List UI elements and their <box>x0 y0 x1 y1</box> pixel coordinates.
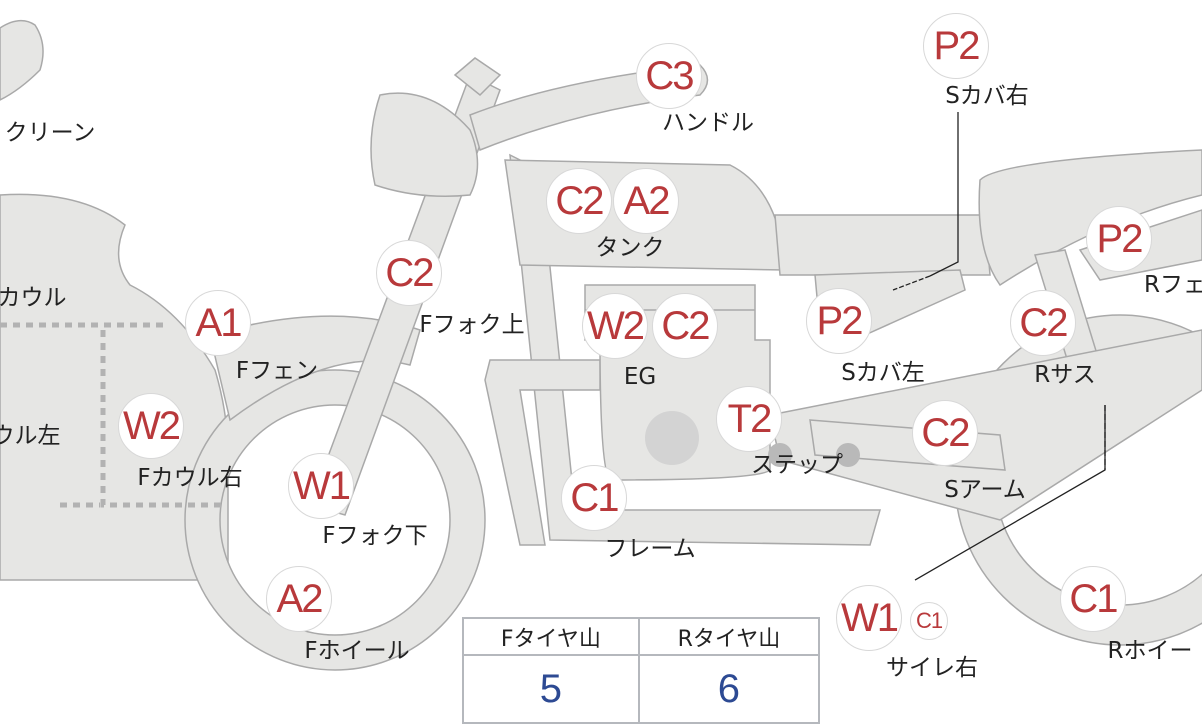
silencer-right-code-2[interactable]: C1 <box>910 602 948 640</box>
silencer-right-label: サイレ右 <box>886 655 978 681</box>
engine-code-2[interactable]: C2 <box>652 293 718 359</box>
handle-label: ハンドル <box>662 110 754 136</box>
rear-fender-code[interactable]: P2 <box>1086 206 1152 272</box>
front-wheel-code[interactable]: A2 <box>266 566 332 632</box>
engine-label: EG <box>623 364 657 390</box>
tank-label: タンク <box>595 235 665 261</box>
seat-part <box>774 214 991 276</box>
engine-code-1[interactable]: W2 <box>582 293 648 359</box>
rear-suspension-label: Rサス <box>1034 362 1096 388</box>
handle-code[interactable]: C3 <box>636 43 702 109</box>
rear-tire-value: 6 <box>637 654 821 724</box>
fork-lower-code[interactable]: W1 <box>288 453 354 519</box>
fork-lower-label: Fフォク下 <box>322 523 428 549</box>
step-code[interactable]: T2 <box>716 386 782 452</box>
side-cover-left-label: Sカバ左 <box>841 360 925 386</box>
leader-lines <box>892 112 1106 581</box>
frame-code[interactable]: C1 <box>561 465 627 531</box>
tank-code-2[interactable]: A2 <box>613 168 679 234</box>
cowl-left-label: ウル左 <box>0 423 61 449</box>
front-cowl-right-code[interactable]: W2 <box>118 393 184 459</box>
engine-detail <box>645 411 699 465</box>
silencer-right-code-1[interactable]: W1 <box>836 585 902 651</box>
step-peg <box>768 443 792 467</box>
rear-fender-label: Rフェ <box>1144 272 1202 298</box>
tire-tread-table: Fタイヤ山 Rタイヤ山 5 6 <box>462 617 821 724</box>
rear-tire-header: Rタイヤ山 <box>637 617 821 656</box>
rear-suspension-code[interactable]: C2 <box>1010 290 1076 356</box>
side-cover-right-code[interactable]: P2 <box>923 13 989 79</box>
cowl-label: カウル <box>0 285 67 311</box>
front-tire-header: Fタイヤ山 <box>462 617 640 656</box>
fork-top-part <box>453 57 502 97</box>
front-fender-code[interactable]: A1 <box>185 290 251 356</box>
front-cowl-right-label: Fカウル右 <box>137 465 243 491</box>
step-label: ステップ <box>751 452 843 478</box>
front-fender-part <box>209 315 421 422</box>
rear-wheel-code[interactable]: C1 <box>1060 566 1126 632</box>
side-cover-left-code[interactable]: P2 <box>806 288 872 354</box>
swing-arm-code[interactable]: C2 <box>912 400 978 466</box>
step-peg <box>836 443 860 467</box>
fork-upper-label: Fフォク上 <box>419 312 525 338</box>
cowl-dotted-outline <box>0 322 225 508</box>
tank-code-1[interactable]: C2 <box>546 168 612 234</box>
screen-part <box>0 19 44 101</box>
screen-label: クリーン <box>4 120 96 146</box>
front-tire-value: 5 <box>462 654 640 724</box>
swing-arm-label: Sアーム <box>944 477 1026 503</box>
frame-label: フレーム <box>604 536 696 562</box>
rear-wheel-label: Rホイー <box>1107 638 1193 664</box>
fork-upper-code[interactable]: C2 <box>376 240 442 306</box>
side-cover-right-label: Sカバ右 <box>945 83 1029 109</box>
front-wheel-label: Fホイール <box>304 638 410 664</box>
headlight-part <box>370 92 479 197</box>
front-fender-label: Fフェン <box>235 358 319 384</box>
